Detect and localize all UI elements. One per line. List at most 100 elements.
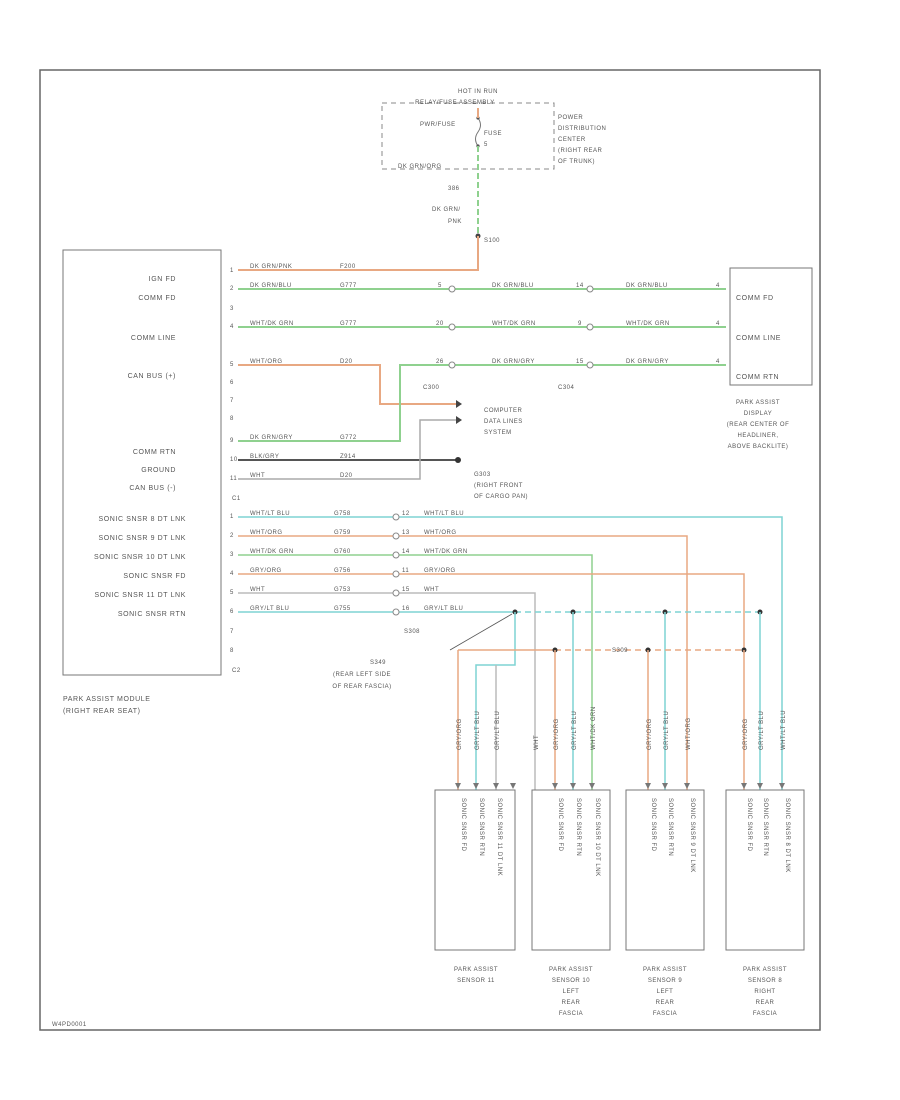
- c2-pin-num-3: 3: [230, 552, 234, 558]
- module-pin-label-9: COMM RTN: [133, 449, 176, 456]
- splice-s308: S308: [404, 629, 420, 635]
- ground-label-3: OF CARGO PAN): [474, 494, 528, 500]
- module-c2-label-2: SONIC SNSR 9 DT LNK: [98, 535, 186, 542]
- connector-c1-label: C1: [232, 496, 241, 502]
- sw-circuit-6: G755: [334, 606, 351, 612]
- wire-can2-color: WHT: [250, 473, 265, 479]
- s11-lead-1: GRY/ORG: [457, 718, 463, 750]
- sw-color-6: GRY/LT BLU: [250, 606, 289, 612]
- sw-color-2: WHT/ORG: [250, 530, 283, 536]
- module-pin-label-4: COMM LINE: [131, 335, 176, 342]
- s10-lead-1: GRY/ORG: [554, 718, 560, 750]
- s9-lead-1: GRY/ORG: [647, 718, 653, 750]
- module-name-2: (RIGHT REAR SEAT): [63, 708, 141, 715]
- s10-pin-1: SONIC SNSR FD: [557, 798, 563, 852]
- computer-label-2: DATA LINES: [484, 419, 523, 425]
- sensor-wire-labels: WHT/LT BLU G758 12 WHT/LT BLU WHT/ORG G7…: [250, 511, 628, 690]
- wire-line-conn1: 20: [436, 321, 444, 327]
- module-pin-label-2: COMM FD: [138, 295, 176, 302]
- pin-num-9: 9: [230, 438, 234, 444]
- s10-name-2: SENSOR 10: [552, 978, 590, 984]
- s9-lead-2: GRY/LT BLU: [664, 711, 670, 750]
- s10-pin-2: SONIC SNSR RTN: [575, 798, 581, 856]
- s10-pin-3: SONIC SNSR 10 DT LNK: [594, 798, 600, 877]
- module-name-1: PARK ASSIST MODULE: [63, 696, 151, 703]
- sw-color-1b: WHT/LT BLU: [424, 511, 464, 517]
- s9-pin-3: SONIC SNSR 9 DT LNK: [689, 798, 695, 873]
- fuse-feed-wire: 386 DK GRN/ PNK S100: [432, 108, 500, 268]
- sw-color-3b: WHT/DK GRN: [424, 549, 468, 555]
- s11-lead-4: WHT: [534, 735, 540, 750]
- park-assist-sensor-9: SONIC SNSR FD SONIC SNSR RTN SONIC SNSR …: [625, 783, 705, 1017]
- display-name-2: DISPLAY: [744, 411, 772, 417]
- wire-rtn-color: DK GRN/GRY: [250, 435, 293, 441]
- wire-rtn-circuit: G772: [340, 435, 357, 441]
- splice-s309: S309: [612, 648, 628, 654]
- display-name-4: HEADLINER,: [737, 433, 778, 439]
- wire-fd-conn1: 5: [438, 283, 442, 289]
- display-pin-2: COMM LINE: [736, 335, 781, 342]
- ground-label-2: (RIGHT FRONT: [474, 483, 523, 489]
- s8-pin-2: SONIC SNSR RTN: [762, 798, 768, 856]
- s10-lead-3: WHT/DK GRN: [591, 706, 597, 750]
- s10-name-3: LEFT: [563, 989, 580, 995]
- s8-name-3: RIGHT: [754, 989, 775, 995]
- wire-gnd-color: BLK/GRY: [250, 454, 279, 460]
- sw-num-6: 16: [402, 606, 410, 612]
- s8-lead-1: GRY/ORG: [743, 718, 749, 750]
- pdc-desc-1: POWER: [558, 115, 583, 121]
- wire-fd-conn2: 14: [576, 283, 584, 289]
- sw-num-4: 11: [402, 568, 409, 574]
- wire-comm-fd: DK GRN/BLU G777 5 DK GRN/BLU 14 DK GRN/B…: [238, 283, 726, 293]
- sw-num-5: 15: [402, 587, 410, 593]
- c2-pin-num-4: 4: [230, 571, 234, 577]
- sw-circuit-1: G758: [334, 511, 351, 517]
- connector-c300: C300: [423, 385, 440, 391]
- pin-num-10: 10: [230, 457, 238, 463]
- pin-num-11: 11: [230, 476, 237, 482]
- s8-lead-2: GRY/LT BLU: [759, 711, 765, 750]
- wire-line-color: WHT/DK GRN: [250, 321, 294, 327]
- park-assist-display: COMM FD COMM LINE COMM RTN PARK ASSIST D…: [727, 267, 813, 450]
- pin-num-3: 3: [230, 306, 234, 312]
- s8-name-1: PARK ASSIST: [743, 967, 787, 973]
- fuse-label: FUSE: [484, 131, 502, 137]
- sw-color-5b: WHT: [424, 587, 439, 593]
- sw-circuit-2: G759: [334, 530, 351, 536]
- sw-circuit-3: G760: [334, 549, 351, 555]
- wire-fd-c1: DK GRN/BLU: [492, 283, 534, 289]
- computer-label-1: COMPUTER: [484, 408, 523, 414]
- wire-comm-rtn: DK GRN/GRY G772 26 DK GRN/GRY 15 DK GRN/…: [238, 359, 726, 442]
- wire-ign-circuit: F200: [340, 264, 356, 270]
- c2-pin-num-8: 8: [230, 648, 234, 654]
- pdc-desc-3: CENTER: [558, 137, 586, 143]
- sw-num-1: 12: [402, 511, 410, 517]
- park-assist-sensor-11: SONIC SNSR FD SONIC SNSR RTN SONIC SNSR …: [434, 783, 516, 984]
- sw-color-5: WHT: [250, 587, 265, 593]
- pdc-desc-5: OF TRUNK): [558, 159, 595, 165]
- sw-num-3: 14: [402, 549, 410, 555]
- wire-rtn-c1: DK GRN/GRY: [492, 359, 535, 365]
- sw-color-2b: WHT/ORG: [424, 530, 457, 536]
- s9-name-4: REAR: [656, 1000, 675, 1006]
- connector-c2-label: C2: [232, 668, 241, 674]
- fuse-box-header: HOT IN RUN: [458, 89, 498, 95]
- computer-label-3: SYSTEM: [484, 430, 512, 436]
- s9-name-5: FASCIA: [653, 1011, 677, 1017]
- diagram-frame: [39, 69, 821, 1031]
- park-assist-sensor-8: SONIC SNSR FD SONIC SNSR RTN SONIC SNSR …: [725, 783, 805, 1017]
- s8-name-4: REAR: [756, 1000, 775, 1006]
- module-c2-label-6: SONIC SNSR RTN: [118, 611, 186, 618]
- wire-ground: BLK/GRY Z914: [238, 454, 461, 463]
- s8-name-2: SENSOR 8: [748, 978, 783, 984]
- s8-pin-1: SONIC SNSR FD: [746, 798, 752, 852]
- sw-color-4b: GRY/ORG: [424, 568, 456, 574]
- park-assist-sensor-10: SONIC SNSR FD SONIC SNSR RTN SONIC SNSR …: [531, 783, 611, 1017]
- display-name-3: (REAR CENTER OF: [727, 422, 790, 428]
- wire-fd-color: DK GRN/BLU: [250, 283, 292, 289]
- s10-name-4: REAR: [562, 1000, 581, 1006]
- wire-line-c2: WHT/DK GRN: [626, 321, 670, 327]
- ground-label-1: G303: [474, 472, 491, 478]
- s10-name-1: PARK ASSIST: [549, 967, 593, 973]
- s8-lead-3: WHT/LT BLU: [781, 710, 787, 750]
